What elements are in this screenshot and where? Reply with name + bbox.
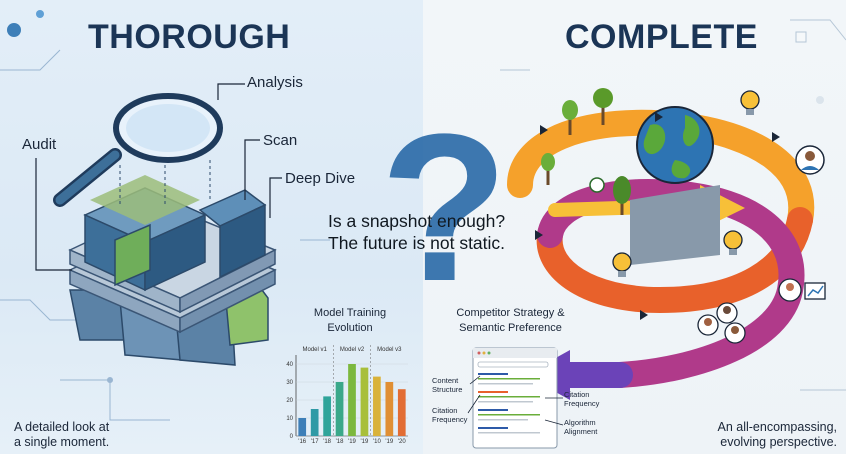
callout-content-structure-line2: Structure xyxy=(432,385,463,394)
center-question-line1: Is a snapshot enough? xyxy=(328,211,506,231)
label-connectors xyxy=(35,83,282,271)
title-thorough: THOROUGH xyxy=(88,18,291,56)
caption-thorough-line2: a single moment. xyxy=(14,435,110,449)
competitor-document xyxy=(467,347,564,449)
svg-text:?: ? xyxy=(380,90,508,325)
chart-title: Model Training Evolution xyxy=(300,306,400,336)
chart-title-line1: Model Training xyxy=(313,307,387,319)
globe-icon xyxy=(630,106,720,265)
label-scan: Scan xyxy=(263,132,298,149)
competitor-title: Competitor Strategy & Semantic Preferenc… xyxy=(448,306,573,336)
center-question-line2: The future is not static. xyxy=(328,233,506,253)
title-complete: COMPLETE xyxy=(565,18,758,56)
competitor-title-line2: Semantic Preference xyxy=(459,322,562,334)
label-deep-dive: Deep Dive xyxy=(285,170,356,187)
callout-content-structure: Content Structure xyxy=(432,376,462,394)
caption-complete-line2: evolving perspective. xyxy=(720,435,837,449)
circuit-lines-left xyxy=(0,10,330,421)
caption-thorough-line1: A detailed look at xyxy=(14,420,110,434)
callout-citation-frequency-left: Citation Frequency xyxy=(432,406,467,424)
center-question: Is a snapshot enough? The future is not … xyxy=(328,210,505,254)
label-audit: Audit xyxy=(22,136,57,153)
callout-algorithm-alignment-line1: Algorithm xyxy=(564,418,596,427)
caption-complete-line1: An all-encompassing, xyxy=(717,420,837,434)
competitor-title-line1: Competitor Strategy & xyxy=(456,307,565,319)
callout-citation-frequency-left-line1: Citation xyxy=(432,406,458,415)
question-mark-icon: ? xyxy=(380,90,508,325)
caption-complete: An all-encompassing, evolving perspectiv… xyxy=(717,420,837,450)
label-analysis: Analysis xyxy=(247,74,303,91)
callout-content-structure-line1: Content xyxy=(432,376,459,385)
callout-algorithm-alignment: Algorithm Alignment xyxy=(564,418,597,436)
avatar-icons xyxy=(697,145,826,344)
flow-arrows xyxy=(535,112,780,320)
callout-citation-frequency-right: Citation Frequency xyxy=(564,390,599,408)
callout-algorithm-alignment-line2: Alignment xyxy=(564,427,598,436)
lightbulb-icons xyxy=(612,90,760,277)
magnifying-glass-icon xyxy=(53,93,223,207)
server-stack xyxy=(68,160,277,366)
callout-citation-frequency-right-line2: Frequency xyxy=(564,399,600,408)
circuit-lines-right xyxy=(500,19,846,391)
callout-citation-frequency-right-line1: Citation xyxy=(564,390,590,399)
caption-thorough: A detailed look at a single moment. xyxy=(14,420,109,450)
chart-title-line2: Evolution xyxy=(327,322,373,334)
callout-citation-frequency-left-line2: Frequency xyxy=(432,415,468,424)
tree-icons xyxy=(541,88,631,215)
